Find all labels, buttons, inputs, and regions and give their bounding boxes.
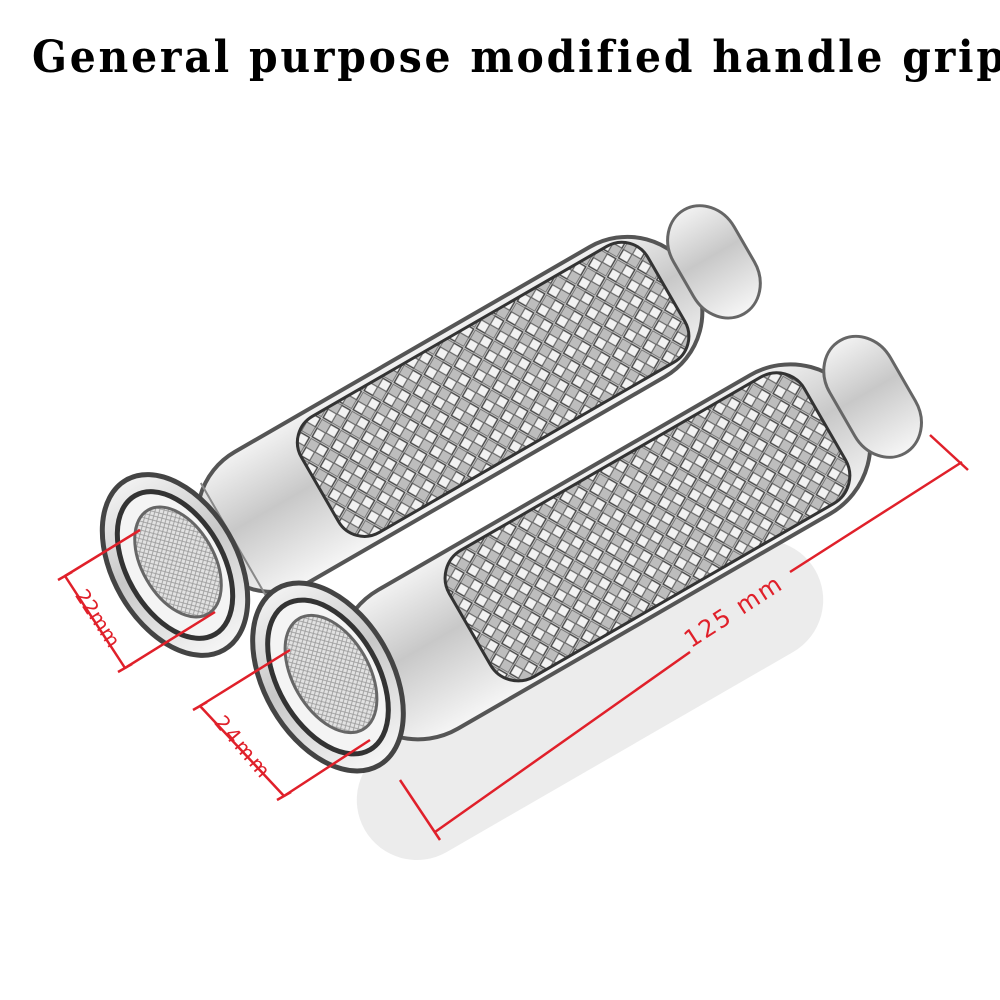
- dimension-125mm: [398, 434, 969, 841]
- back-grip-end-cap: [99, 472, 251, 658]
- dimension-label-22mm: 22mm: [70, 585, 125, 652]
- page-title: General purpose modified handle grips: [32, 32, 1000, 83]
- dimension-22mm: [57, 528, 216, 674]
- dimension-24mm: [192, 648, 371, 802]
- front-grip-end-cap: [250, 580, 406, 774]
- dimension-label-24mm: 24mm: [210, 711, 278, 785]
- reflection-shadow: [356, 540, 824, 860]
